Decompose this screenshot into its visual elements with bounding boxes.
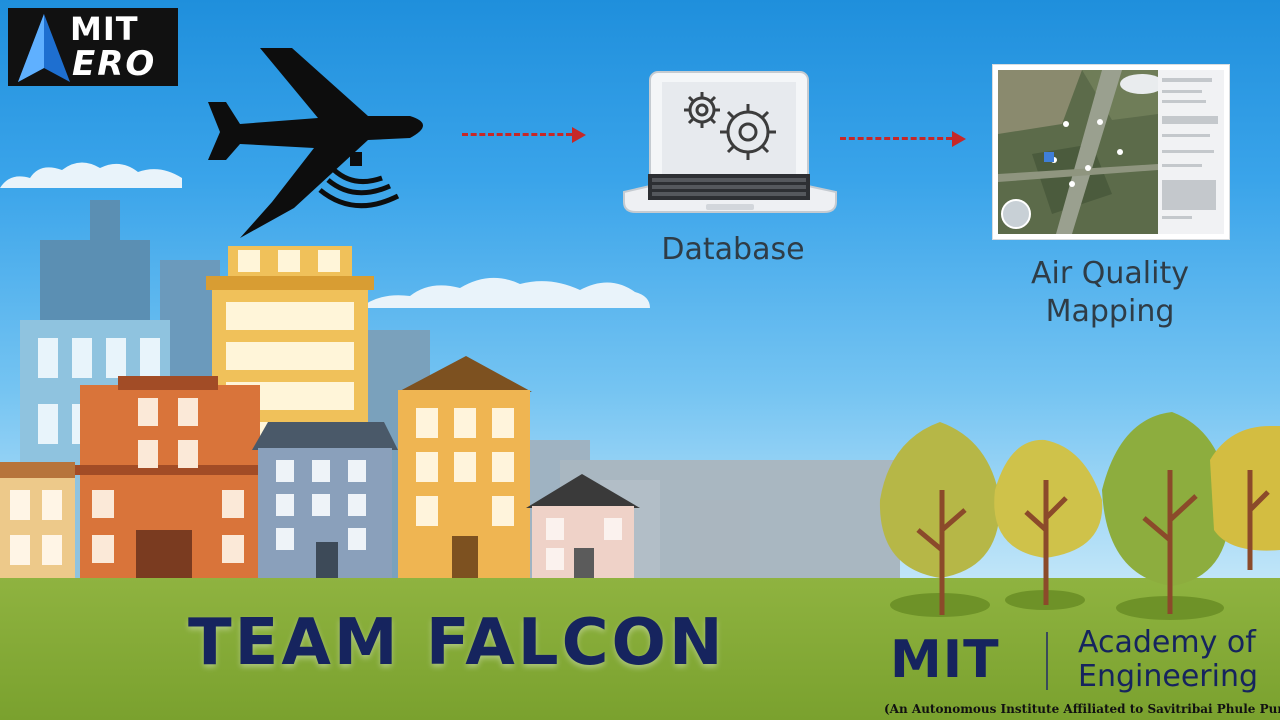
city-skyline [0, 200, 900, 580]
logo-mit-text: MIT [70, 10, 139, 48]
mit-aero-logo [8, 8, 178, 86]
map-screen-icon [992, 64, 1230, 240]
step-mapping-label: Air Quality Mapping [990, 255, 1230, 331]
arrowhead-to-database [572, 127, 586, 143]
team-name: TEAM FALCON [188, 606, 726, 680]
institute-name-line1: Academy of [1078, 625, 1256, 660]
arrow-to-mapping [840, 137, 952, 143]
trees [879, 412, 1280, 620]
cloud-middle [360, 277, 650, 308]
drone-icon [208, 48, 423, 238]
aero-triangle-icon [18, 14, 70, 82]
institute-name: Academy of Engineering [1078, 626, 1258, 694]
institute-affiliation: (An Autonomous Institute Affiliated to S… [884, 702, 1280, 716]
step-mapping-label-line2: Mapping [1045, 294, 1175, 329]
logo-ero-text: ERO [72, 44, 157, 84]
step-mapping-label-line1: Air Quality [1031, 256, 1189, 291]
cloud-left [0, 162, 182, 188]
arrowhead-to-mapping [952, 131, 966, 147]
institute-name-line2: Engineering [1078, 659, 1258, 694]
step-database-label: Database [661, 232, 805, 267]
arrow-to-database [462, 133, 572, 139]
laptop-gears-icon [623, 71, 837, 213]
institute-short-name: MIT [890, 630, 1000, 690]
institute-divider [1046, 632, 1048, 690]
